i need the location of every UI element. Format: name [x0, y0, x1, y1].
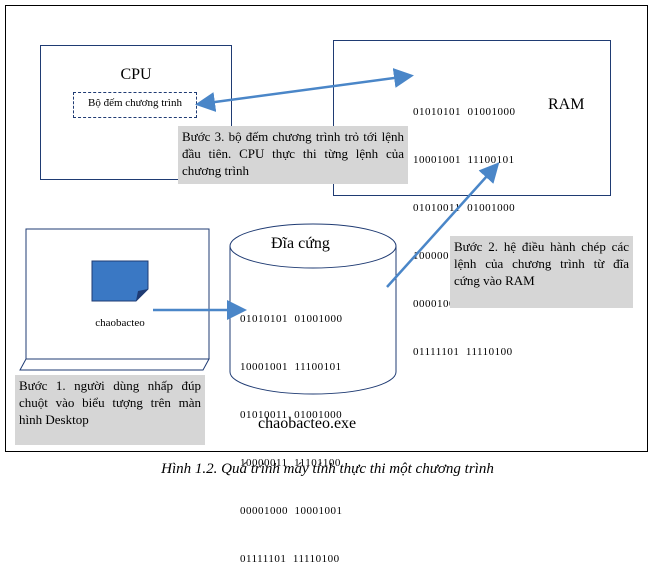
- ram-binary-line: 01010101 01001000: [413, 106, 516, 118]
- step1-note: Bước 1. người dùng nhấp đúp chuột vào bi…: [15, 375, 205, 445]
- monitor-base: [19, 358, 210, 371]
- disk-binary-line: 01010011 01001000: [240, 409, 343, 421]
- arrow-disk-to-ram: [386, 162, 500, 288]
- disk-binary-line: 01111101 11110100: [240, 553, 340, 565]
- disk-binary-line: 00001000 10001001: [240, 505, 343, 517]
- step3-note: Bước 3. bộ đếm chương trình trỏ tới lệnh…: [178, 126, 408, 184]
- arrow-counter-to-ram: [195, 68, 414, 112]
- ram-title: RAM: [548, 96, 585, 113]
- disk-top: [229, 223, 397, 269]
- disk-binary-line: 01010101 01001000: [240, 313, 343, 325]
- step2-note: Bước 2. hệ điều hành chép các lệnh của c…: [450, 236, 633, 308]
- file-icon-label: chaobacteo: [95, 317, 145, 329]
- disk-title: Đĩa cứng: [271, 235, 330, 252]
- arrows: [153, 68, 500, 320]
- disk-body: [229, 246, 397, 395]
- disk-binary-line: 10001001 11100101: [240, 361, 342, 373]
- file-name: chaobacteo.exe: [258, 415, 357, 432]
- figure-caption: Hình 1.2. Quá trình máy tính thực thi mộ…: [161, 461, 494, 477]
- ram-binary-line: 01111101 11110100: [413, 346, 513, 358]
- hard-disk: [229, 223, 397, 395]
- program-counter-label: Bộ đếm chương trình: [88, 97, 182, 109]
- cpu-title: CPU: [120, 66, 152, 83]
- disk-binary-line: 10000011 11101100: [240, 457, 341, 469]
- figure-frame: [5, 5, 648, 452]
- file-icon[interactable]: [90, 259, 150, 304]
- ram-binary-line: 01010011 01001000: [413, 202, 516, 214]
